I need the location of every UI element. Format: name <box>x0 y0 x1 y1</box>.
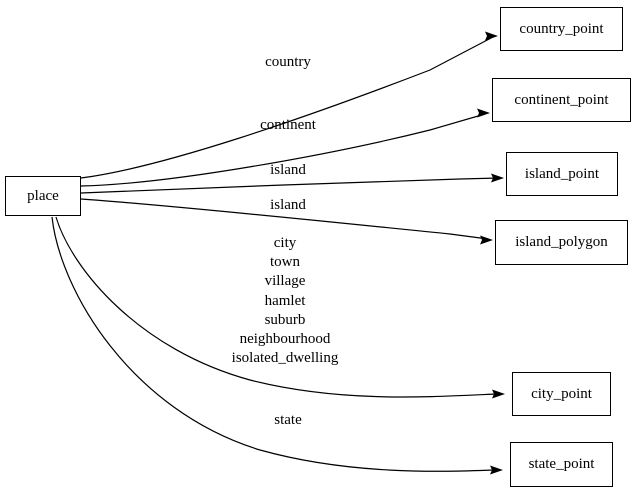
edge-label-line: neighbourhood <box>239 331 331 348</box>
arrowhead-island_polygon <box>480 235 493 245</box>
arrowhead-continent_point <box>477 108 490 118</box>
node-label: island_polygon <box>515 234 608 250</box>
node-label: island_point <box>524 165 600 182</box>
arrowhead-island_point <box>491 173 504 183</box>
arrowhead-country_point <box>485 31 498 41</box>
edge-label-place-to-city_point: city town village hamlet suburb neighbourhood… <box>232 234 339 368</box>
arrowhead-city_point <box>492 389 505 399</box>
node-label: state_point <box>528 456 595 472</box>
node-island_polygon[interactable]: island_polygon <box>495 220 628 265</box>
edge-label-place-to-country_point: country <box>265 54 311 70</box>
node-continent_point[interactable]: continent_point <box>492 78 631 122</box>
edge-place-to-continent_point <box>80 113 486 187</box>
edge-place-to-country_point <box>80 36 494 179</box>
edge-path-group <box>51 36 500 472</box>
edge-label-place-to-island_point: island <box>270 162 306 178</box>
edge-label-line: village <box>264 273 306 290</box>
node-label: city_point <box>531 385 592 402</box>
node-city_point[interactable]: city_point <box>512 372 611 416</box>
node-label: country_point <box>519 20 604 37</box>
edge-place-to-island_point <box>80 177 500 194</box>
node-label: place <box>27 187 59 204</box>
edge-arrowhead-group <box>477 31 505 475</box>
edge-label-line: suburb <box>264 311 306 328</box>
node-state_point[interactable]: state_point <box>510 442 613 487</box>
edge-label-place-to-continent_point: continent <box>260 117 316 133</box>
edge-place-to-island_polygon <box>80 198 489 240</box>
edge-label-line: town <box>270 254 300 271</box>
node-place[interactable]: place <box>5 176 81 216</box>
edge-label-line: isolated_dwelling <box>231 350 339 367</box>
node-label: continent_point <box>514 91 609 108</box>
edge-label-place-to-island_polygon: island <box>270 197 306 213</box>
node-country_point[interactable]: country_point <box>500 7 623 51</box>
edge-place-to-state_point <box>51 216 495 472</box>
node-island_point[interactable]: island_point <box>506 152 618 196</box>
edge-label-line: city <box>273 235 297 251</box>
edge-label-line: hamlet <box>264 292 306 309</box>
edge-place-to-city_point <box>55 216 497 398</box>
edge-label-place-to-state_point: state <box>274 412 302 428</box>
arrowhead-state_point <box>490 465 503 475</box>
